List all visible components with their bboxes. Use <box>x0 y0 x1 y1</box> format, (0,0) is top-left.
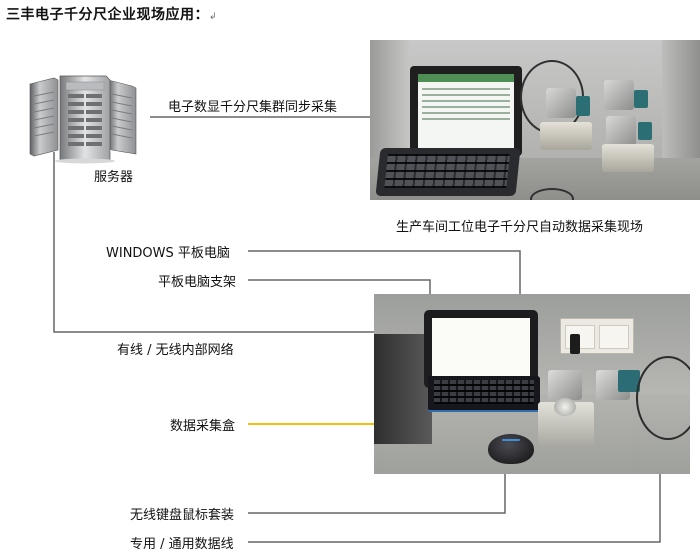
network-line <box>53 152 408 333</box>
micrometer-icon <box>604 80 634 110</box>
mouse-icon <box>488 434 534 464</box>
keyboard-icon <box>375 148 521 196</box>
callout-network: 有线 / 无线内部网络 <box>117 343 234 358</box>
micrometer-icon <box>548 370 582 400</box>
sync-label: 电子数显千分尺集群同步采集 <box>168 100 338 115</box>
callout-stand: 平板电脑支架 <box>158 275 237 290</box>
keyboard-icon <box>428 376 540 412</box>
callout-kbmouse: 无线键盘鼠标套装 <box>130 508 235 523</box>
photo1-caption: 生产车间工位电子千分尺自动数据采集现场 <box>396 220 644 235</box>
server-label: 服务器 <box>94 170 134 185</box>
tablet-device-icon <box>410 66 522 156</box>
workshop-photo <box>370 40 700 200</box>
paragraph-mark: ↲ <box>209 12 218 22</box>
diagram-title: 三丰电子千分尺企业现场应用：↲ <box>6 4 217 24</box>
title-text: 三丰电子千分尺企业现场应用： <box>6 7 209 23</box>
micrometer-icon <box>546 88 576 118</box>
tablet-callout-line <box>248 250 521 310</box>
tablet-device-icon <box>424 310 538 388</box>
callout-cable: 专用 / 通用数据线 <box>130 537 234 552</box>
server-icon <box>24 74 144 164</box>
micrometer-icon <box>606 116 636 146</box>
callout-tablet: WINDOWS 平板电脑 <box>106 246 230 261</box>
kbmouse-callout-line <box>248 470 506 514</box>
setup-photo <box>374 294 690 474</box>
callout-box: 数据采集盒 <box>170 419 236 434</box>
